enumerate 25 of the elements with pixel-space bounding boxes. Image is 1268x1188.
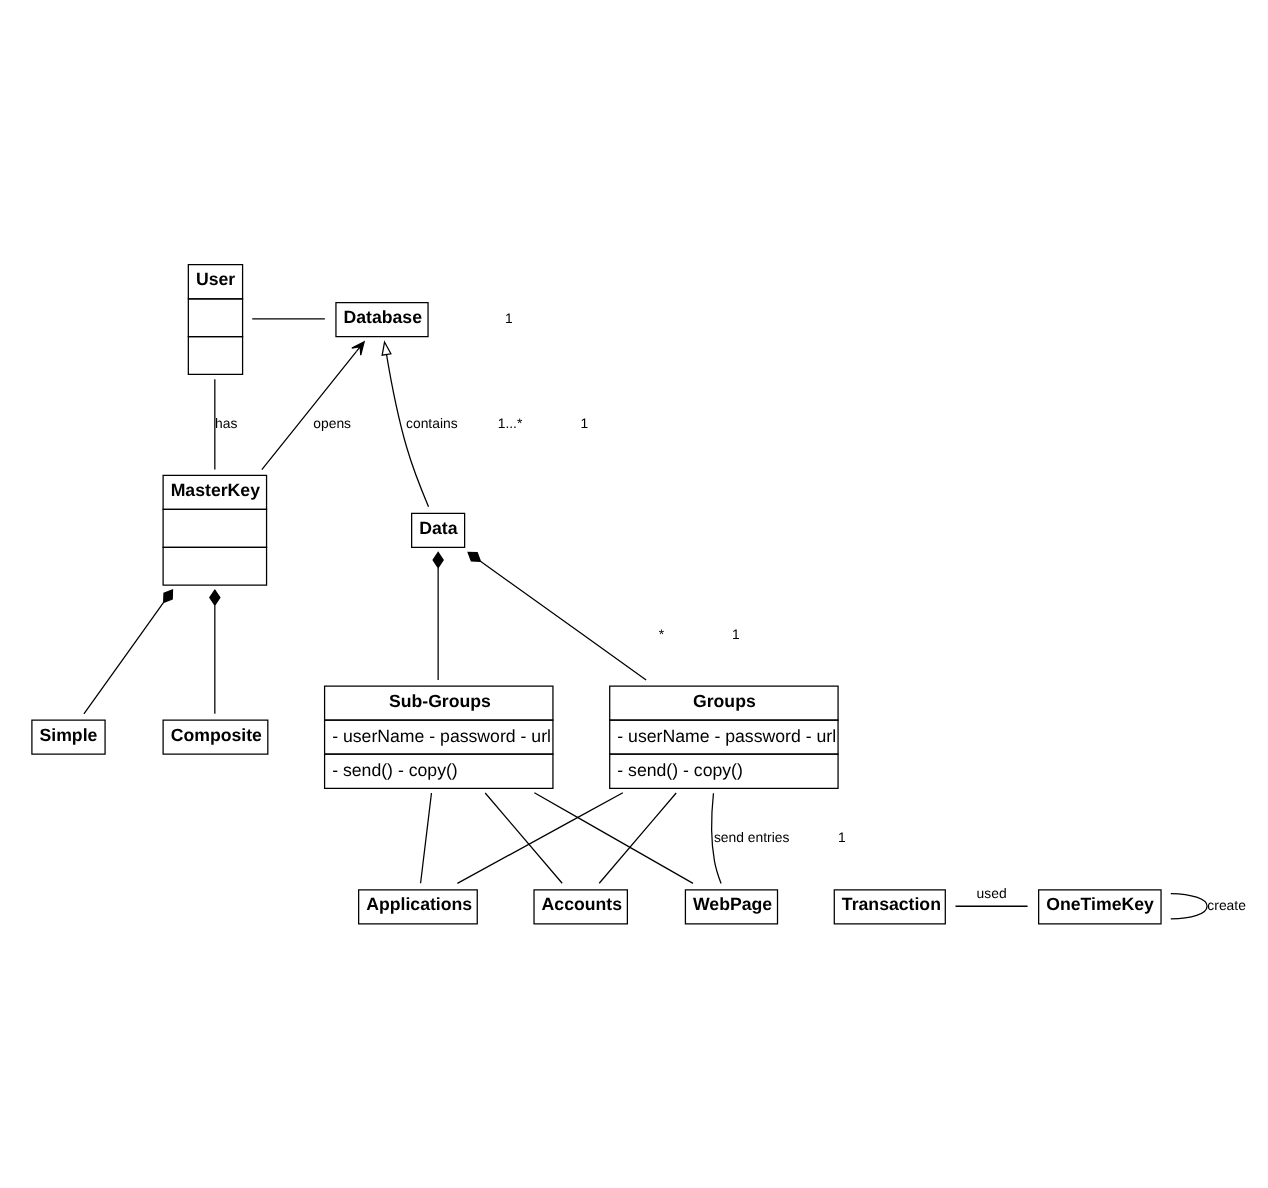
connector: [251, 318, 326, 320]
connector: [419, 792, 433, 884]
connector: [711, 792, 722, 885]
arrow: [381, 340, 430, 508]
node-box: WebPage: [684, 889, 779, 925]
connector: [467, 551, 647, 681]
connector: [456, 792, 624, 885]
connector: [83, 589, 174, 715]
node-box: Applications: [358, 889, 478, 925]
connector: [484, 792, 563, 884]
node-box: Composite: [162, 719, 269, 755]
node-box: OneTimeKey: [1038, 889, 1162, 925]
node-box: Database: [335, 301, 429, 338]
connector: [432, 551, 444, 681]
node-box: Transaction: [833, 889, 946, 925]
connector: [209, 588, 221, 715]
connector: [954, 905, 1029, 907]
connector: [214, 378, 216, 471]
connector: [533, 792, 694, 885]
node-box: Accounts: [533, 889, 628, 925]
node-box: Data: [411, 512, 466, 548]
arrow: [261, 341, 365, 471]
connector: [1170, 892, 1208, 920]
connector: [598, 792, 677, 884]
node-box: Simple: [31, 719, 106, 755]
